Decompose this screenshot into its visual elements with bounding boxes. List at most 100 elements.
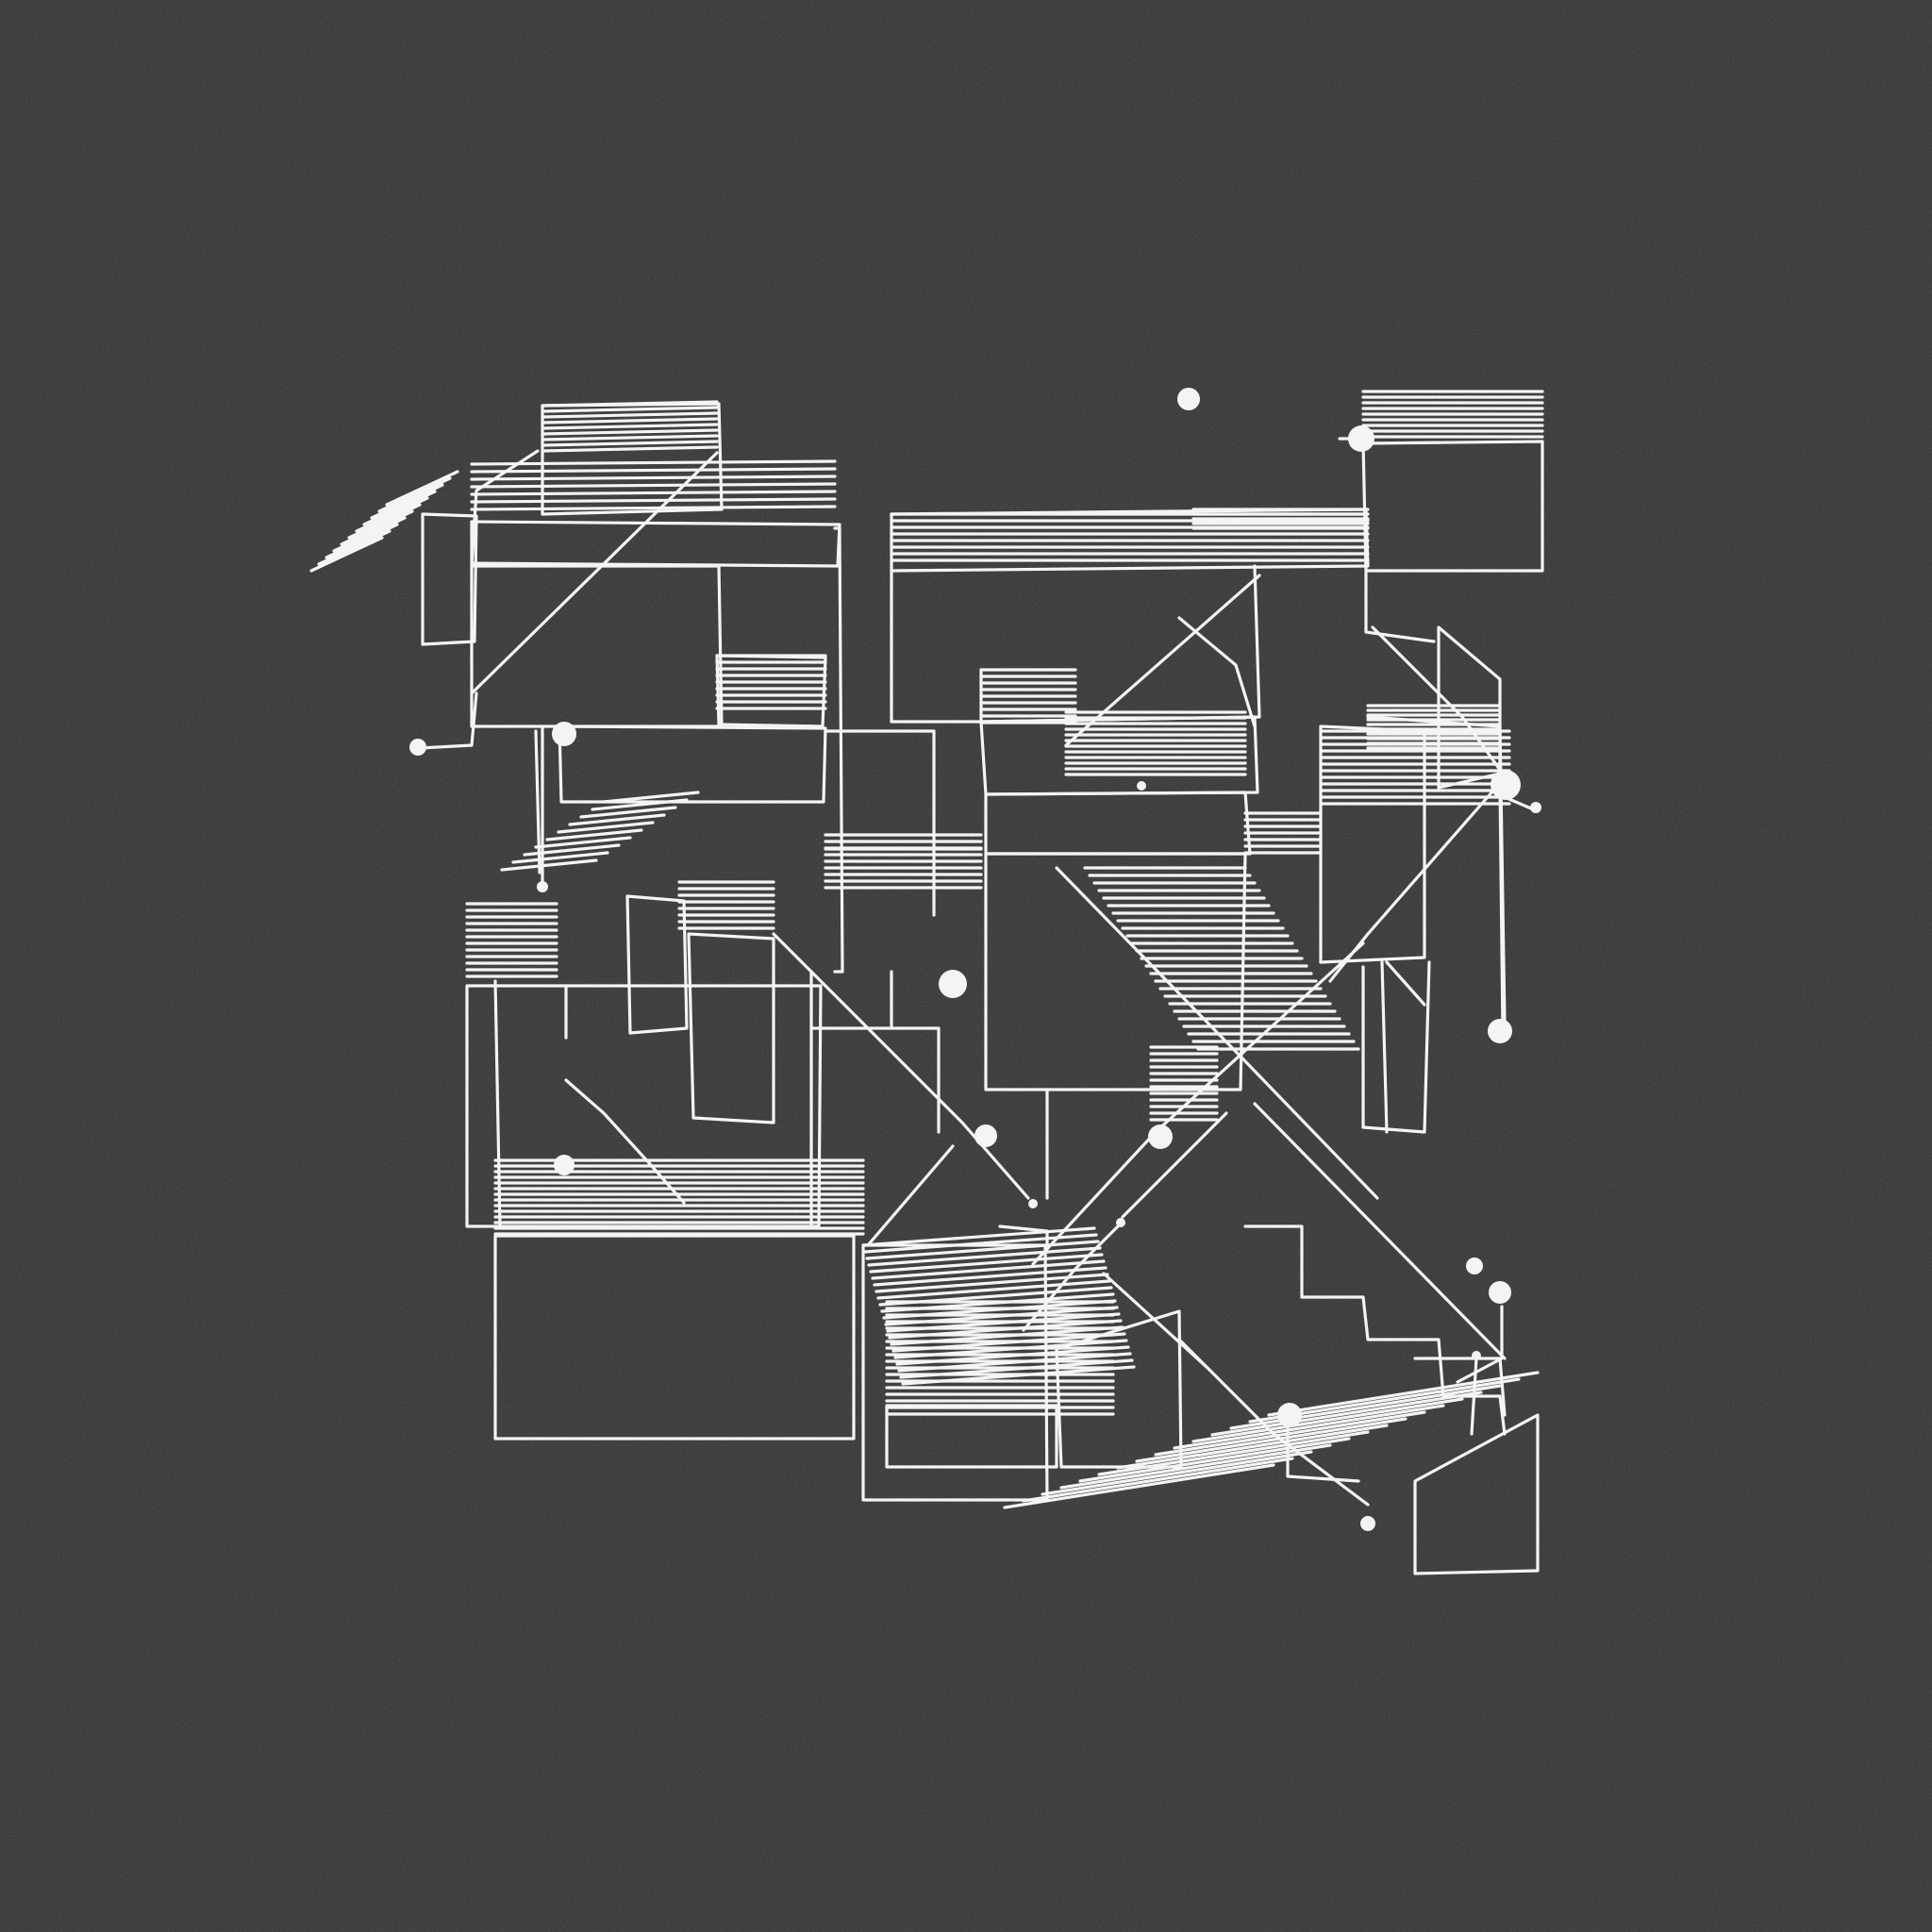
hatch-line [541,434,719,441]
hatch-line [470,497,837,504]
hatch-line [1041,1450,1313,1496]
diagonal-line [1385,960,1426,1007]
hatch-line [579,806,677,819]
hatch-line [541,423,719,430]
outline-box [885,1404,1058,1469]
hatch-line [541,400,719,408]
diagonal-line [1055,866,1379,1200]
connector-line [1456,1305,1504,1384]
outline-box [1243,1224,1507,1436]
hatch-line [874,1273,1109,1293]
outline-box [493,1234,856,1441]
node-dot [552,722,576,746]
node-dot [1137,781,1146,791]
hatch-line [869,1253,1104,1274]
diagonal-line [1121,1111,1228,1219]
hatch-line [317,529,391,566]
outline-box [890,1026,941,1134]
hatch-line [340,509,414,546]
outline-box [421,512,478,646]
hatch-line [1210,1391,1483,1437]
outline-box [984,852,1247,1091]
hatch-line [1135,1417,1407,1463]
hatch-line [863,1233,1098,1254]
hatch-line [1154,1410,1426,1457]
hatch-line [347,503,422,540]
hatch-line [541,411,719,419]
hatch-line [523,843,621,857]
outline-box [890,508,1370,573]
diagonal-line [866,1144,955,1247]
hatch-line [873,1266,1108,1287]
diagonal-line [470,451,719,695]
hatch-line [541,428,719,436]
hatch-line [1116,1424,1389,1470]
hatch-line [865,1240,1100,1260]
diagonal-line [1328,781,1502,983]
hatch-line [541,445,719,453]
outline-box [687,932,775,1124]
outline-box [534,729,541,874]
hatch-line [1003,1463,1275,1509]
outline-box [1380,960,1389,1134]
outline-box [715,654,827,728]
outline-box [1364,569,1436,643]
hatch-line [1078,1437,1351,1483]
outline-box [470,564,724,728]
diagonal-line [1286,1413,1360,1483]
node-dot [1488,1019,1512,1043]
node-dot [1489,1281,1511,1304]
outline-box [625,894,689,1035]
outline-box [1055,1309,1183,1469]
node-dot [554,1155,575,1175]
node-dot [1360,1516,1375,1531]
diagonal-line [1031,941,1365,1266]
hatch-line [470,475,837,481]
hatch-line [871,1259,1106,1280]
outline-box [465,984,823,1228]
hatch-line [470,482,837,489]
hatch-line [355,496,429,533]
node-dot [1530,802,1541,813]
hatching-lines [309,390,1544,1509]
hatch-line [591,798,689,811]
node-dot [1277,1403,1302,1427]
hatch-line [362,490,437,526]
node-dot [974,1124,997,1147]
hatch-line [867,1246,1102,1267]
hatch-line [511,851,609,864]
node-dots [409,388,1541,1531]
node-dot [537,881,548,892]
node-dot [1466,1257,1483,1274]
hatch-line [470,467,837,474]
node-dot [409,739,426,756]
outline-box [890,569,983,724]
node-dot [1348,425,1374,452]
outline-box [470,520,841,568]
node-dot [1148,1124,1173,1149]
hatch-line [470,505,837,511]
hatch-line [1059,1443,1332,1490]
hatch-line [500,858,598,872]
outline-box [493,979,502,1228]
outline-box [1361,960,1431,1134]
hatch-line [568,813,666,826]
node-dot [939,970,967,998]
hatch-line [1229,1384,1502,1430]
connector-line [1470,1357,1478,1436]
hatch-line [470,459,837,466]
hatch-line [325,523,399,559]
hatch-line [557,821,655,834]
hatch-line [1173,1404,1445,1450]
hatch-line [377,476,452,513]
diagonal-line [1371,625,1511,785]
outline-box [1361,440,1544,573]
hatch-line [1097,1430,1370,1476]
node-dot [1177,388,1200,410]
hatch-line [470,490,837,496]
hatch-line [541,440,719,447]
node-dot [1491,770,1521,800]
hatch-line [541,417,719,425]
